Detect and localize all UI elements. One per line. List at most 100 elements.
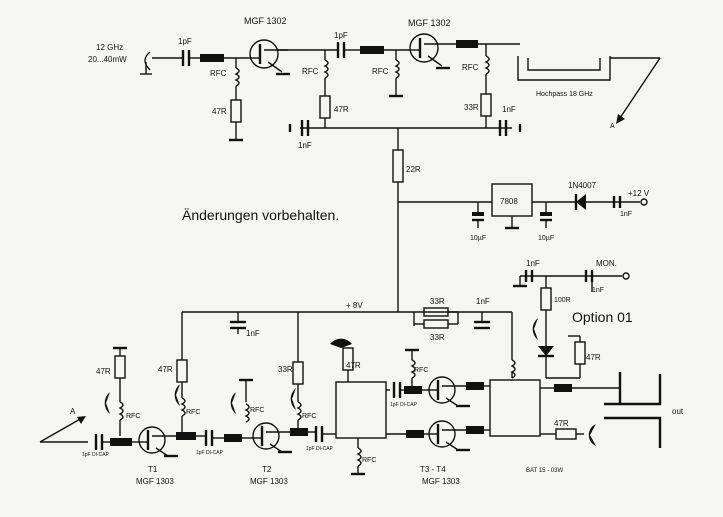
t34-label: T3 - T4 — [420, 465, 446, 474]
dicap-label-c: 1pF DI-CAP — [306, 446, 334, 452]
resistor-47r-d — [114, 355, 126, 379]
transistor-t2 — [252, 422, 280, 450]
t2-type-label: MGF 1303 — [250, 477, 288, 486]
cap-1nf-label-d: 1nF — [246, 329, 260, 338]
cap-1nf-label-c: 1nF — [620, 211, 632, 218]
highpass-filter — [517, 56, 611, 81]
hybrid-coupler-b — [489, 379, 541, 437]
resistor-47r-b — [319, 95, 331, 119]
r100-label: 100R — [554, 297, 571, 304]
rfc-label-f: RFC — [186, 409, 200, 416]
cap-10uf-label-b: 10µF — [538, 235, 554, 242]
r33-label-a: 33R — [464, 103, 479, 112]
t34-type-label: MGF 1303 — [422, 477, 460, 486]
rfc-label-h: RFC — [302, 413, 316, 420]
mgf1302-label-b: MGF 1302 — [408, 18, 451, 28]
resistor-100r — [540, 287, 552, 311]
r47-label-a: 47R — [212, 107, 227, 116]
resistor-33r-b — [292, 361, 304, 385]
rfc-label-b: RFC — [302, 67, 319, 76]
resistor-33r-a — [480, 93, 492, 117]
dicap-label-d: 1pF DI-CAP — [390, 402, 418, 408]
dicap-label-b: 1pF DI-CAP — [196, 450, 224, 456]
mon-terminal — [622, 272, 630, 280]
cap-1nf-label-b: 1nF — [298, 141, 312, 150]
rfc-label-c: RFC — [372, 67, 389, 76]
cap-1nf-label-a: 1nF — [502, 105, 516, 114]
input-connector — [144, 51, 151, 71]
power-supply-section — [392, 128, 648, 312]
bottom-bias-rail — [176, 307, 516, 436]
resistor-47r-g — [574, 341, 586, 365]
resistor-47r-c — [176, 359, 188, 383]
r47-label-f: 47R — [554, 419, 569, 428]
r33-label-d: 33R — [430, 333, 445, 342]
rfc-coil-c — [394, 59, 400, 79]
regulator-label: 7808 — [500, 197, 518, 206]
rfc-label-e: RFC — [126, 413, 140, 420]
bat-label: BAT 15 - 03W — [526, 468, 563, 474]
diode-1n4007 — [576, 194, 586, 210]
diode-bat15 — [538, 346, 554, 356]
supply-label: +12 V — [628, 189, 650, 198]
r33-label-c: 33R — [430, 297, 445, 306]
mon-label: MON. — [596, 259, 617, 268]
t2-label: T2 — [262, 465, 272, 474]
stripline-b — [360, 46, 384, 54]
rfc-label-i: RFC — [414, 367, 428, 374]
rfc-coil-b — [323, 59, 329, 79]
rfc-label-g: RFC — [250, 407, 264, 414]
resistor-33r-d — [423, 319, 449, 329]
revision-note: Änderungen vorbehalten. — [182, 207, 339, 223]
resistor-22r — [392, 149, 404, 183]
input-power-label: 20...40mW — [88, 55, 127, 64]
cap-1nf-label-e: 1nF — [476, 297, 490, 306]
resistor-47r-a — [230, 99, 242, 123]
t1-type-label: MGF 1303 — [136, 477, 174, 486]
cap-10uf-b — [540, 212, 552, 216]
stripline-c — [456, 40, 478, 48]
rfc-coil-a — [234, 67, 240, 87]
rfc-label-d: RFC — [462, 63, 479, 72]
r47-label-c: 47R — [158, 365, 173, 374]
dicap-label-a: 1pF DI-CAP — [82, 452, 110, 458]
t1-label: T1 — [148, 465, 158, 474]
option-label: Option 01 — [572, 309, 633, 325]
node-a-label-bottom: A — [70, 407, 76, 416]
top-amplifier-chain — [140, 33, 661, 142]
rfc-label-j: RFC — [362, 457, 376, 464]
cap-1pf-label-a: 1pF — [178, 37, 192, 46]
transistor-mgf1302-a — [249, 39, 279, 69]
cap-1nf-label-g: 1nF — [592, 287, 604, 294]
rfc-coil-d — [484, 55, 490, 75]
transistor-t1 — [138, 426, 166, 454]
r47-label-e: 47R — [346, 361, 361, 370]
hybrid-coupler-a — [335, 381, 387, 439]
node-a-label-top: A — [610, 123, 615, 130]
cap-10uf-label-a: 10µF — [470, 235, 486, 242]
bottom-amplifier-chain — [39, 270, 662, 476]
r22-label: 22R — [406, 165, 421, 174]
supply-terminal — [640, 198, 648, 206]
r47-label-b: 47R — [334, 105, 349, 114]
cap-1nf-label-f: 1nF — [526, 259, 540, 268]
out-label: out — [672, 407, 684, 416]
stripline-a — [200, 54, 224, 62]
cap-10uf-a — [472, 212, 484, 216]
r47-label-d: 47R — [96, 367, 111, 376]
rfc-label-a: RFC — [210, 69, 227, 78]
diode-label: 1N4007 — [568, 181, 597, 190]
transistor-mgf1302-b — [409, 33, 439, 63]
mgf1302-label-a: MGF 1302 — [244, 16, 287, 26]
cap-1pf-label-b: 1pF — [334, 31, 348, 40]
output-port — [604, 372, 662, 448]
hochpass-label: Hochpass 18 GHz — [536, 91, 593, 98]
input-freq-label: 12 GHz — [96, 43, 123, 52]
r47-label-g: 47R — [586, 353, 601, 362]
plus8v-label: + 8V — [346, 301, 363, 310]
resistor-47r-f — [555, 428, 577, 440]
r33-label-b: 33R — [278, 365, 293, 374]
resistor-47r-e — [342, 347, 354, 371]
